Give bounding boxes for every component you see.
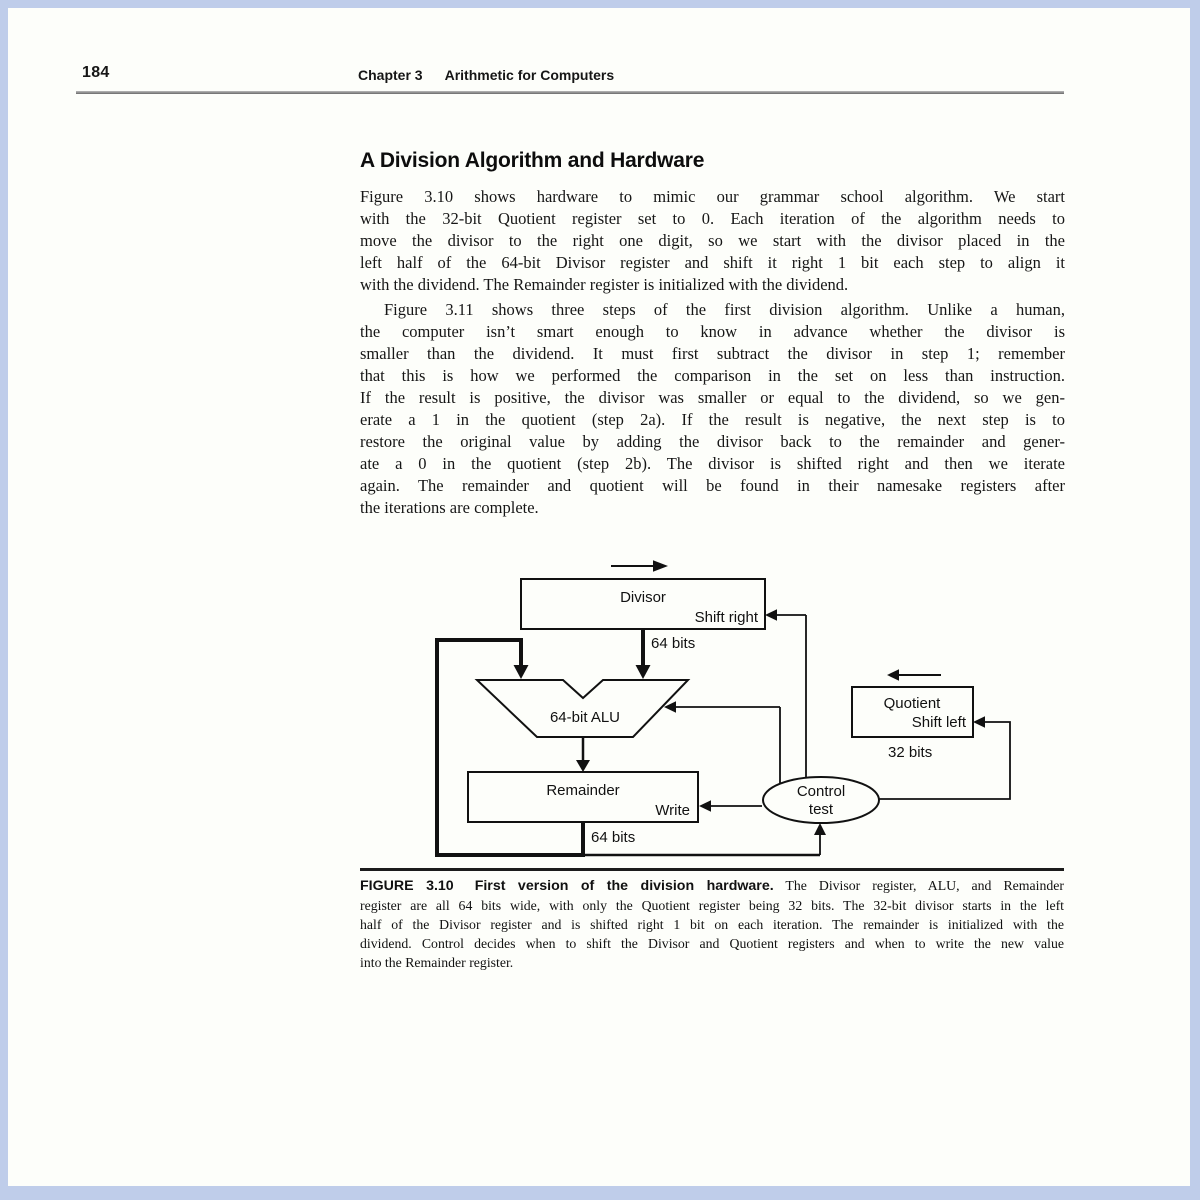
section-heading: A Division Algorithm and Hardware xyxy=(360,149,705,172)
figure-label: FIGURE 3.10 xyxy=(360,878,454,894)
alu-to-remainder-line xyxy=(576,737,590,772)
remainder-label: Remainder xyxy=(546,782,619,799)
quotient-register-box: Quotient Shift left xyxy=(851,686,974,738)
remainder-feedback-loop-line xyxy=(435,638,585,857)
divisor-register-box: Divisor Shift right xyxy=(520,578,766,630)
text-line: that this is how we performed the compar… xyxy=(360,366,1065,385)
running-header: Chapter 3 Arithmetic for Computers xyxy=(358,67,614,83)
remainder-to-control-line xyxy=(583,823,826,857)
remainder-width-label: 64 bits xyxy=(591,829,635,846)
header-rule xyxy=(76,91,1064,94)
quotient-width-label: 32 bits xyxy=(888,744,932,761)
text-line: restore the original value by adding the… xyxy=(360,432,1065,451)
text-line: with the dividend. The Remainder registe… xyxy=(360,275,849,294)
control-label-line1: Control xyxy=(797,783,845,800)
text-line: smaller than the dividend. It must first… xyxy=(360,344,1065,363)
alu-block: 64-bit ALU xyxy=(474,679,691,738)
shift-right-label: Shift right xyxy=(695,609,759,626)
text-line: again. The remainder and quotient will b… xyxy=(360,476,1065,495)
caption-line: register are all 64 bits wide, with only… xyxy=(360,898,1064,913)
chapter-title: Arithmetic for Computers xyxy=(444,67,615,83)
text-line: ate a 0 in the quotient (step 2b). The d… xyxy=(360,454,1065,473)
divisor-width-label: 64 bits xyxy=(651,635,695,652)
alu-label: 64-bit ALU xyxy=(550,709,620,726)
shift-left-direction-arrow-icon xyxy=(887,669,941,681)
text-line: Figure 3.10 shows hardware to mimic our … xyxy=(360,187,1065,206)
paragraph-2: Figure 3.11 shows three steps of the fir… xyxy=(360,299,1065,519)
control-to-write-line xyxy=(699,800,762,812)
figure-caption: FIGURE 3.10 First version of the divisio… xyxy=(360,876,1064,972)
text-line: the computer isn’t smart enough to know … xyxy=(360,322,1065,341)
divisor-label: Divisor xyxy=(620,589,666,606)
divisor-to-alu-line xyxy=(635,629,651,679)
text-line: If the result is positive, the divisor w… xyxy=(360,388,1065,407)
caption-line: half of the Divisor register and is shif… xyxy=(360,917,1064,932)
caption-line: FIGURE 3.10 First version of the divisio… xyxy=(360,876,1064,896)
control-label-line2: test xyxy=(809,801,834,818)
quotient-label: Quotient xyxy=(884,695,942,712)
control-to-quotient-line xyxy=(879,716,1011,800)
chapter-label: Chapter 3 xyxy=(358,67,423,83)
control-test-ellipse: Control test xyxy=(762,776,880,824)
figure-3-10-diagram: Divisor Shift right 64 bits 64-bit ALU R… xyxy=(435,560,1011,857)
shift-left-label: Shift left xyxy=(912,714,967,731)
text-line: the iterations are complete. xyxy=(360,498,539,517)
caption-rule xyxy=(360,868,1064,871)
paragraph-1: Figure 3.10 shows hardware to mimic our … xyxy=(360,186,1065,296)
page-number: 184 xyxy=(82,64,110,81)
caption-text: The Divisor register, ALU, and Remainder xyxy=(785,878,1064,893)
caption-line: dividend. Control decides when to shift … xyxy=(360,936,1064,951)
text-line: left half of the 64-bit Divisor register… xyxy=(360,253,1065,272)
text-line: with the 32-bit Quotient register set to… xyxy=(360,209,1065,228)
caption-line: into the Remainder register. xyxy=(360,955,514,970)
text-line: move the divisor to the right one digit,… xyxy=(360,231,1065,250)
control-to-alu-line xyxy=(664,701,781,788)
text-line: Figure 3.11 shows three steps of the fir… xyxy=(384,300,1065,319)
write-label: Write xyxy=(655,802,690,819)
figure-title: First version of the division hardware. xyxy=(474,878,774,894)
control-to-divisor-line xyxy=(765,609,807,783)
remainder-register-box: Remainder Write xyxy=(467,771,699,823)
shift-right-direction-arrow-icon xyxy=(611,560,668,572)
text-line: erate a 1 in the quotient (step 2a). If … xyxy=(360,410,1065,429)
